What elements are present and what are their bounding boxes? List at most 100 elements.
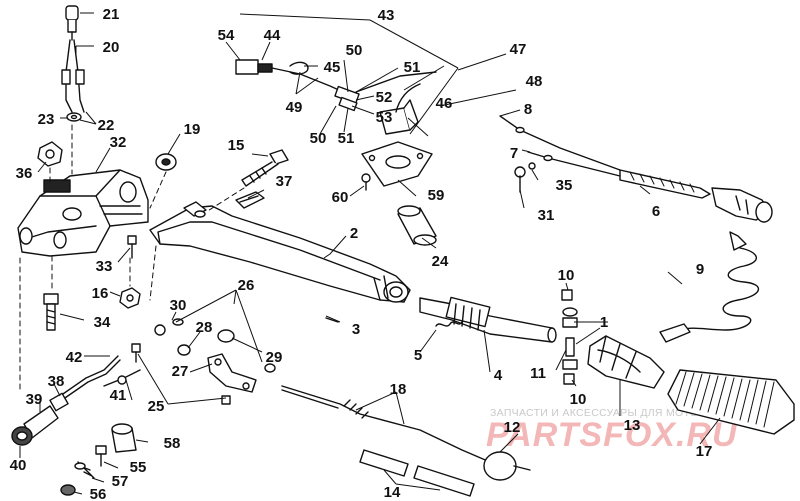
callout-21: 21 (103, 6, 120, 23)
callout-8: 8 (524, 101, 532, 118)
part-32-mounting-bracket (17, 169, 149, 257)
callout-15: 15 (228, 137, 245, 154)
callout-19: 19 (184, 121, 201, 138)
part-45-clip (289, 61, 309, 75)
part-1-friction-blocks (562, 307, 578, 370)
part-19-washer (155, 153, 177, 171)
part-5-spring (435, 321, 463, 327)
callout-57: 57 (112, 473, 129, 490)
part-10-upper-screw (561, 289, 573, 301)
callout-40: 40 (10, 457, 27, 474)
part-58-bushing (111, 423, 137, 453)
callout-29: 29 (266, 349, 283, 366)
part-34-bolt (43, 293, 59, 331)
leader-lines (19, 12, 721, 495)
part-21-plug (65, 5, 79, 41)
callout-numbers: 21 20 22 23 36 32 19 15 37 2 3 33 16 34 … (10, 6, 713, 501)
part-31-screw (514, 166, 526, 193)
part-30-screw (154, 318, 184, 336)
part-10-lower-screw (563, 373, 575, 385)
part-50-53-terminal-block (334, 71, 437, 112)
callout-44: 44 (264, 27, 281, 44)
part-7-lead (527, 151, 621, 177)
watermark: ЗАПЧАСТИ И АКСЕССУАРЫ ДЛЯ МОТОРОВ PARTSF… (486, 407, 738, 454)
callout-35: 35 (556, 177, 573, 194)
part-37-clip (235, 191, 265, 209)
part-17-handle-grip (667, 369, 795, 435)
part-18-cable (281, 385, 491, 463)
callout-10-top: 10 (558, 267, 575, 284)
callout-14: 14 (384, 484, 401, 501)
watermark-small-text: ЗАПЧАСТИ И АКСЕССУАРЫ ДЛЯ МОТОРОВ (490, 407, 721, 419)
callout-60: 60 (332, 189, 349, 206)
callout-1: 1 (600, 314, 608, 331)
assembly-guide-lines (19, 124, 245, 393)
callout-49: 49 (286, 99, 303, 116)
callout-13: 13 (624, 417, 641, 434)
callout-18: 18 (390, 381, 407, 398)
callout-47: 47 (510, 41, 527, 58)
callout-2: 2 (350, 225, 358, 242)
callout-31: 31 (538, 207, 555, 224)
callout-33: 33 (96, 258, 113, 275)
part-29-washer (217, 329, 276, 373)
part-23-washer (66, 112, 82, 122)
callout-6: 6 (652, 203, 660, 220)
callout-54: 54 (218, 27, 235, 44)
callout-36: 36 (16, 165, 33, 182)
callout-22: 22 (98, 117, 115, 134)
callout-20: 20 (103, 39, 120, 56)
part-2-tiller-arm (149, 201, 411, 303)
part-24-bushing (397, 205, 437, 246)
callout-42: 42 (66, 349, 83, 366)
part-41-wire (103, 369, 141, 387)
callout-17: 17 (696, 443, 713, 460)
part-27-throttle-link (207, 353, 257, 393)
callout-25: 25 (148, 398, 165, 415)
callout-26: 26 (238, 277, 255, 294)
callout-34: 34 (94, 314, 111, 331)
part-38-connector (49, 392, 69, 412)
callout-50-top: 50 (346, 42, 363, 59)
callout-56: 56 (90, 486, 107, 501)
part-14-sleeves (359, 449, 475, 497)
callout-23: 23 (38, 111, 55, 128)
callout-32: 32 (110, 134, 127, 151)
part-35-washer (528, 162, 536, 170)
callout-52: 52 (376, 89, 393, 106)
callout-58: 58 (164, 435, 181, 452)
part-40-knob (11, 426, 33, 446)
part-42-wire (59, 355, 121, 401)
part-6-stop-switch (619, 169, 773, 223)
part-9-lanyard (659, 231, 759, 343)
callout-50-bottom: 50 (310, 130, 327, 147)
callout-45: 45 (324, 59, 341, 76)
watermark-brand-text: PARTSFOX.RU (486, 416, 738, 454)
part-12-cable-barrel (483, 451, 531, 481)
part-60-screw (361, 173, 371, 191)
part-4-throttle-shaft (419, 296, 557, 343)
callout-39: 39 (26, 391, 43, 408)
callout-38: 38 (48, 373, 65, 390)
callout-55: 55 (130, 459, 147, 476)
callout-51-top: 51 (404, 59, 421, 76)
callout-43: 43 (378, 7, 395, 24)
callout-53: 53 (376, 109, 393, 126)
part-57-spring (74, 461, 95, 479)
callout-10-bottom: 10 (570, 391, 587, 408)
callout-41: 41 (110, 387, 127, 404)
part-20-22-wire-leads (61, 39, 85, 113)
part-33-screw (127, 235, 137, 259)
part-56-knob (60, 484, 76, 496)
part-13-grip-insert (587, 335, 665, 389)
part-3-pin (325, 317, 339, 323)
part-55-screw (95, 445, 107, 467)
callout-9: 9 (696, 261, 704, 278)
callout-24: 24 (432, 253, 449, 270)
callout-51-bottom: 51 (338, 130, 355, 147)
callout-3: 3 (352, 321, 360, 338)
callout-30: 30 (170, 297, 187, 314)
part-16-nut (119, 287, 141, 309)
callout-37: 37 (276, 173, 293, 190)
